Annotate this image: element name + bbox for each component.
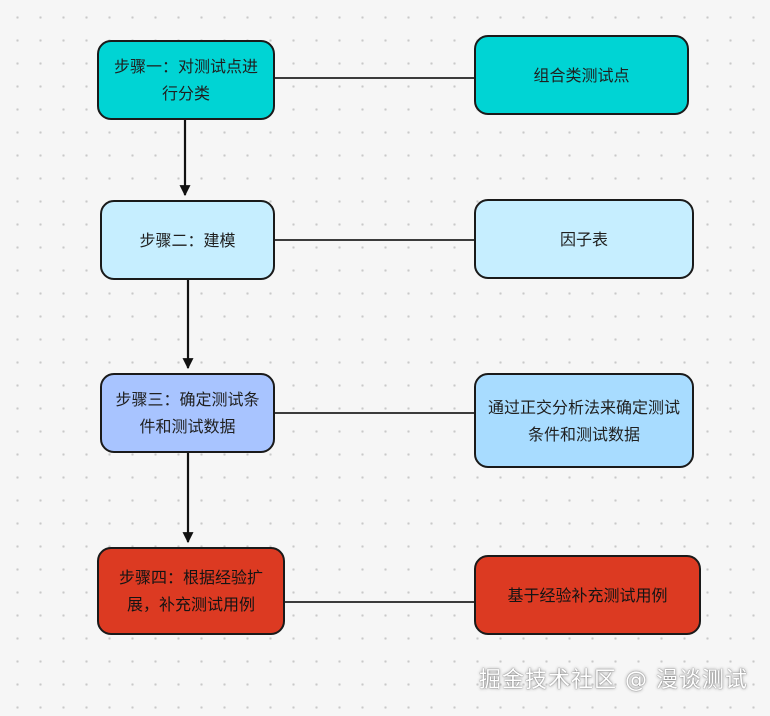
- result-2-node: 因子表: [474, 199, 694, 279]
- result-3-node: 通过正交分析法来确定测试条件和测试数据: [474, 373, 694, 468]
- step-2-text: 步骤二：建模: [139, 230, 236, 250]
- step-2-node: 步骤二：建模: [100, 200, 275, 280]
- step-4-node: 步骤四：根据经验扩展，补充测试用例: [97, 547, 285, 635]
- step-4-text: 步骤四：根据经验扩展，补充测试用例: [118, 568, 263, 614]
- step-1-node: 步骤一：对测试点进行分类: [97, 40, 275, 120]
- step-3-text: 步骤三：确定测试条件和测试数据: [115, 390, 260, 436]
- watermark-text: 掘金技术社区 @ 漫谈测试: [479, 668, 748, 693]
- result-1-node: 组合类测试点: [474, 35, 689, 115]
- result-2-text: 因子表: [559, 229, 608, 249]
- result-4-node: 基于经验补充测试用例: [474, 555, 701, 635]
- result-3-text: 通过正交分析法来确定测试条件和测试数据: [487, 397, 680, 444]
- step-1-text: 步骤一：对测试点进行分类: [113, 57, 258, 103]
- step-3-node: 步骤三：确定测试条件和测试数据: [100, 373, 275, 453]
- result-1-text: 组合类测试点: [533, 65, 630, 85]
- result-4-text: 基于经验补充测试用例: [507, 585, 668, 605]
